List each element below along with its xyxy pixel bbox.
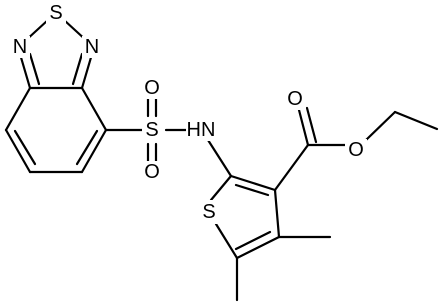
atom-o-sulfonyl-bottom-label: O: [144, 161, 160, 183]
atom-o-sulfonyl-top-label: O: [144, 77, 160, 99]
bond-nleft-c1: [18, 52, 32, 90]
bond-nh-c2: [206, 138, 233, 178]
bond-s-c2: [209, 174, 233, 202]
bond-nleft-c1-double: [28, 52, 41, 86]
bond-nright-c2-double: [71, 52, 84, 86]
bond-carbonylc-o-a: [297, 108, 310, 147]
bond-c4-c3: [80, 128, 108, 174]
atom-n-left-label: N: [13, 36, 27, 58]
atom-n-left: N: [10, 36, 30, 58]
bond-c4-c5: [235, 235, 281, 260]
atom-s-sulfonyl: S: [142, 119, 162, 141]
atom-s-thiadiazole-label: S: [49, 2, 62, 24]
bond-c2-c3: [229, 174, 277, 192]
bond-c3-c4: [273, 188, 281, 239]
bond-nright-c2: [80, 52, 94, 90]
bond-oester-ch2: [364, 110, 397, 142]
atom-s-thiadiazole: S: [46, 2, 66, 24]
bond-c4-c3-double: [75, 129, 99, 166]
bond-c5-s: [214, 222, 239, 260]
atom-nh-label: HN: [187, 119, 216, 141]
atom-n-right: N: [82, 36, 102, 58]
bond-carbonylc-o-b: [305, 106, 318, 144]
bond-c6-c5-double: [13, 129, 37, 166]
bond-ch2-ch3: [393, 110, 439, 131]
atom-o-ester-label: O: [348, 139, 364, 161]
bond-c3-carbonylc: [273, 143, 310, 192]
atom-o-carbonyl: O: [284, 88, 306, 110]
atom-o-ester: O: [345, 139, 367, 161]
atom-n-right-label: N: [85, 36, 99, 58]
atom-s-thiophene-label: S: [202, 201, 215, 223]
bond-c4-c5-double: [234, 230, 272, 251]
atom-o-sulfonyl-top: O: [141, 77, 163, 99]
atom-o-carbonyl-label: O: [287, 88, 303, 110]
bond-c1-c6: [4, 86, 32, 132]
atom-labels: S N N S O O HN S: [10, 2, 367, 224]
atom-nh: HN: [186, 119, 216, 141]
bond-c2-c3-double: [234, 183, 270, 197]
atom-o-sulfonyl-bottom: O: [141, 161, 163, 183]
bonds: [4, 18, 439, 302]
atom-s-sulfonyl-label: S: [145, 119, 158, 141]
bond-c3-c2: [80, 86, 108, 132]
atom-s-thiophene: S: [199, 200, 219, 224]
bond-c6-c5: [4, 128, 32, 174]
